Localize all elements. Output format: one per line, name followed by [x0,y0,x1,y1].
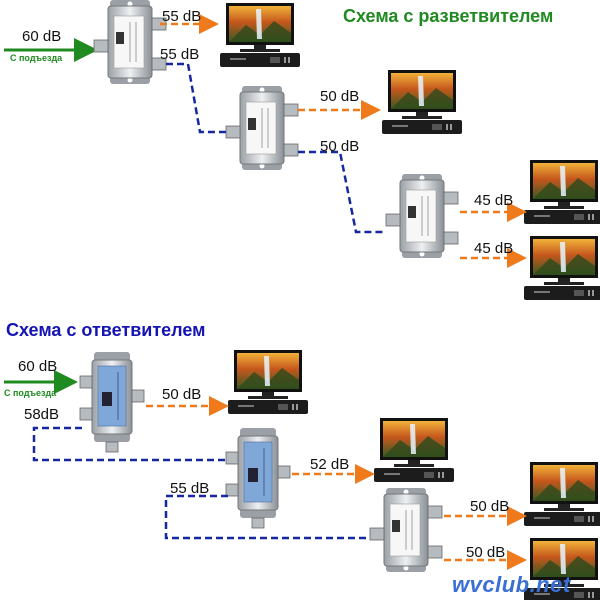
tv-icon [382,70,462,134]
tv-icon [524,236,600,300]
tap-icon [79,351,145,453]
cable-top-1 [166,62,226,134]
level-label: 50 dB [320,138,360,155]
level-label: 45 dB [474,192,514,209]
level-label: 50 dB [320,88,360,105]
splitter-icon [369,487,443,573]
title-tap-scheme: Схема с ответвителем [6,320,206,340]
level-label: 55 dB [170,480,210,497]
tv-icon [374,418,454,482]
cable-bottom-2 [164,494,370,540]
level-label: 50 dB [470,498,510,515]
level-label: 55 dB [160,46,200,63]
tv-icon [220,3,300,67]
input-source-bottom: С подъезда [4,388,57,398]
level-label: 50 dB [162,386,202,403]
input-level-top: 60 dB [22,28,62,45]
input-source-top: С подъезда [10,53,63,63]
splitter-icon [385,173,459,259]
tv-icon [228,350,308,414]
cable-top-2 [298,150,386,234]
tv-icon [524,160,600,224]
splitter-icon [225,85,299,171]
title-splitter-scheme: Схема с разветвителем [343,6,554,26]
level-label: 58dB [24,406,60,423]
tv-icon [524,462,600,526]
splitter-icon [93,0,167,85]
tap-icon [225,427,291,529]
level-label: 50 dB [466,544,506,561]
level-label: 55 dB [162,8,202,25]
cable-bottom-1 [32,426,226,462]
input-level-bottom: 60 dB [18,358,58,375]
level-label: 52 dB [310,456,350,473]
watermark: wvclub.net [452,572,571,597]
level-label: 45 dB [474,240,514,257]
